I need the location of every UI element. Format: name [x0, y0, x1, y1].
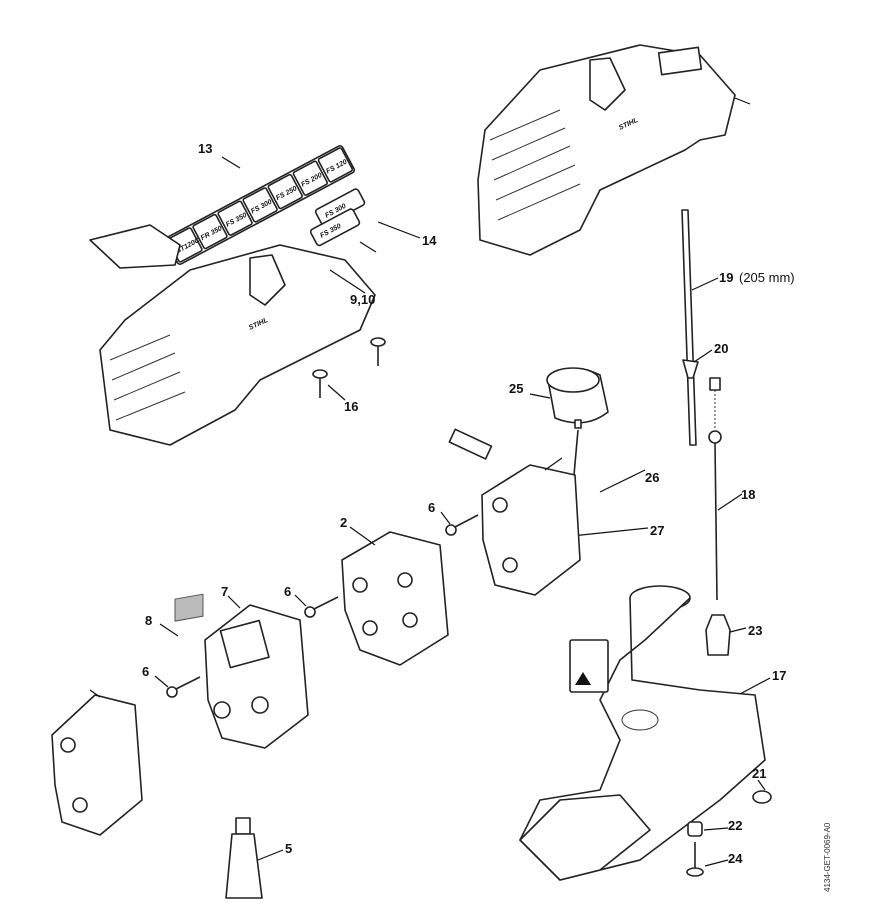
label-9-10: 9,10 [350, 292, 375, 307]
suction-hose-19 [681, 209, 699, 446]
flap-part [89, 224, 181, 269]
label-18: 18 [741, 487, 755, 502]
screw-6-a [445, 514, 479, 536]
sticker-13-cell [192, 213, 228, 250]
label-19: 19 [719, 270, 733, 285]
label-6-a: 6 [428, 500, 435, 515]
label-6-b: 6 [284, 584, 291, 599]
spark-arrest-screen-8 [174, 593, 204, 622]
label-14: 14 [422, 233, 437, 248]
screw-16 [312, 337, 386, 398]
label-8: 8 [145, 613, 152, 628]
label-19-length: (205 mm) [739, 270, 795, 285]
screw-6-b [304, 596, 339, 618]
screw-plug [448, 428, 493, 460]
drawing-code: 4134-GET-0069-A0 [823, 822, 832, 892]
screw-6-c [166, 676, 201, 698]
label-6-c: 6 [142, 664, 149, 679]
muffler-cover-bottom-left [51, 689, 143, 836]
shroud-9-10: STIHL [99, 244, 376, 446]
muffler-7 [204, 604, 309, 749]
sticker-13-cell [217, 200, 253, 236]
fuel-filter-23 [705, 614, 731, 656]
screw-24 [686, 842, 704, 877]
part-22 [687, 821, 703, 837]
sticker-14: FS 300 FS 350 [309, 188, 366, 247]
label-27: 27 [650, 523, 664, 538]
fuel-tank-17 [519, 585, 766, 881]
grommet-21 [752, 790, 772, 804]
paste-tube-5 [225, 817, 263, 899]
muffler-cover-top [481, 457, 581, 596]
fuel-hose-18 [708, 377, 722, 601]
label-23: 23 [748, 623, 762, 638]
sticker-13-cell [317, 147, 354, 183]
label-24: 24 [728, 851, 743, 866]
label-25: 25 [509, 381, 523, 396]
label-7: 7 [221, 584, 228, 599]
label-13: 13 [198, 141, 212, 156]
sticker-13-cell [242, 187, 278, 223]
fuel-cap-25 [546, 367, 609, 429]
warning-label [569, 639, 609, 693]
label-2: 2 [340, 515, 347, 530]
label-26: 26 [645, 470, 659, 485]
label-17: 17 [772, 668, 786, 683]
label-22: 22 [728, 818, 742, 833]
label-21: 21 [752, 766, 766, 781]
label-16: 16 [344, 399, 358, 414]
muffler-2 [341, 531, 449, 666]
sticker-13-cell [267, 173, 303, 210]
sticker-13-cell [292, 160, 329, 196]
label-5: 5 [285, 841, 292, 856]
shroud-top-right: STIHL [477, 44, 751, 256]
label-20: 20 [714, 341, 728, 356]
